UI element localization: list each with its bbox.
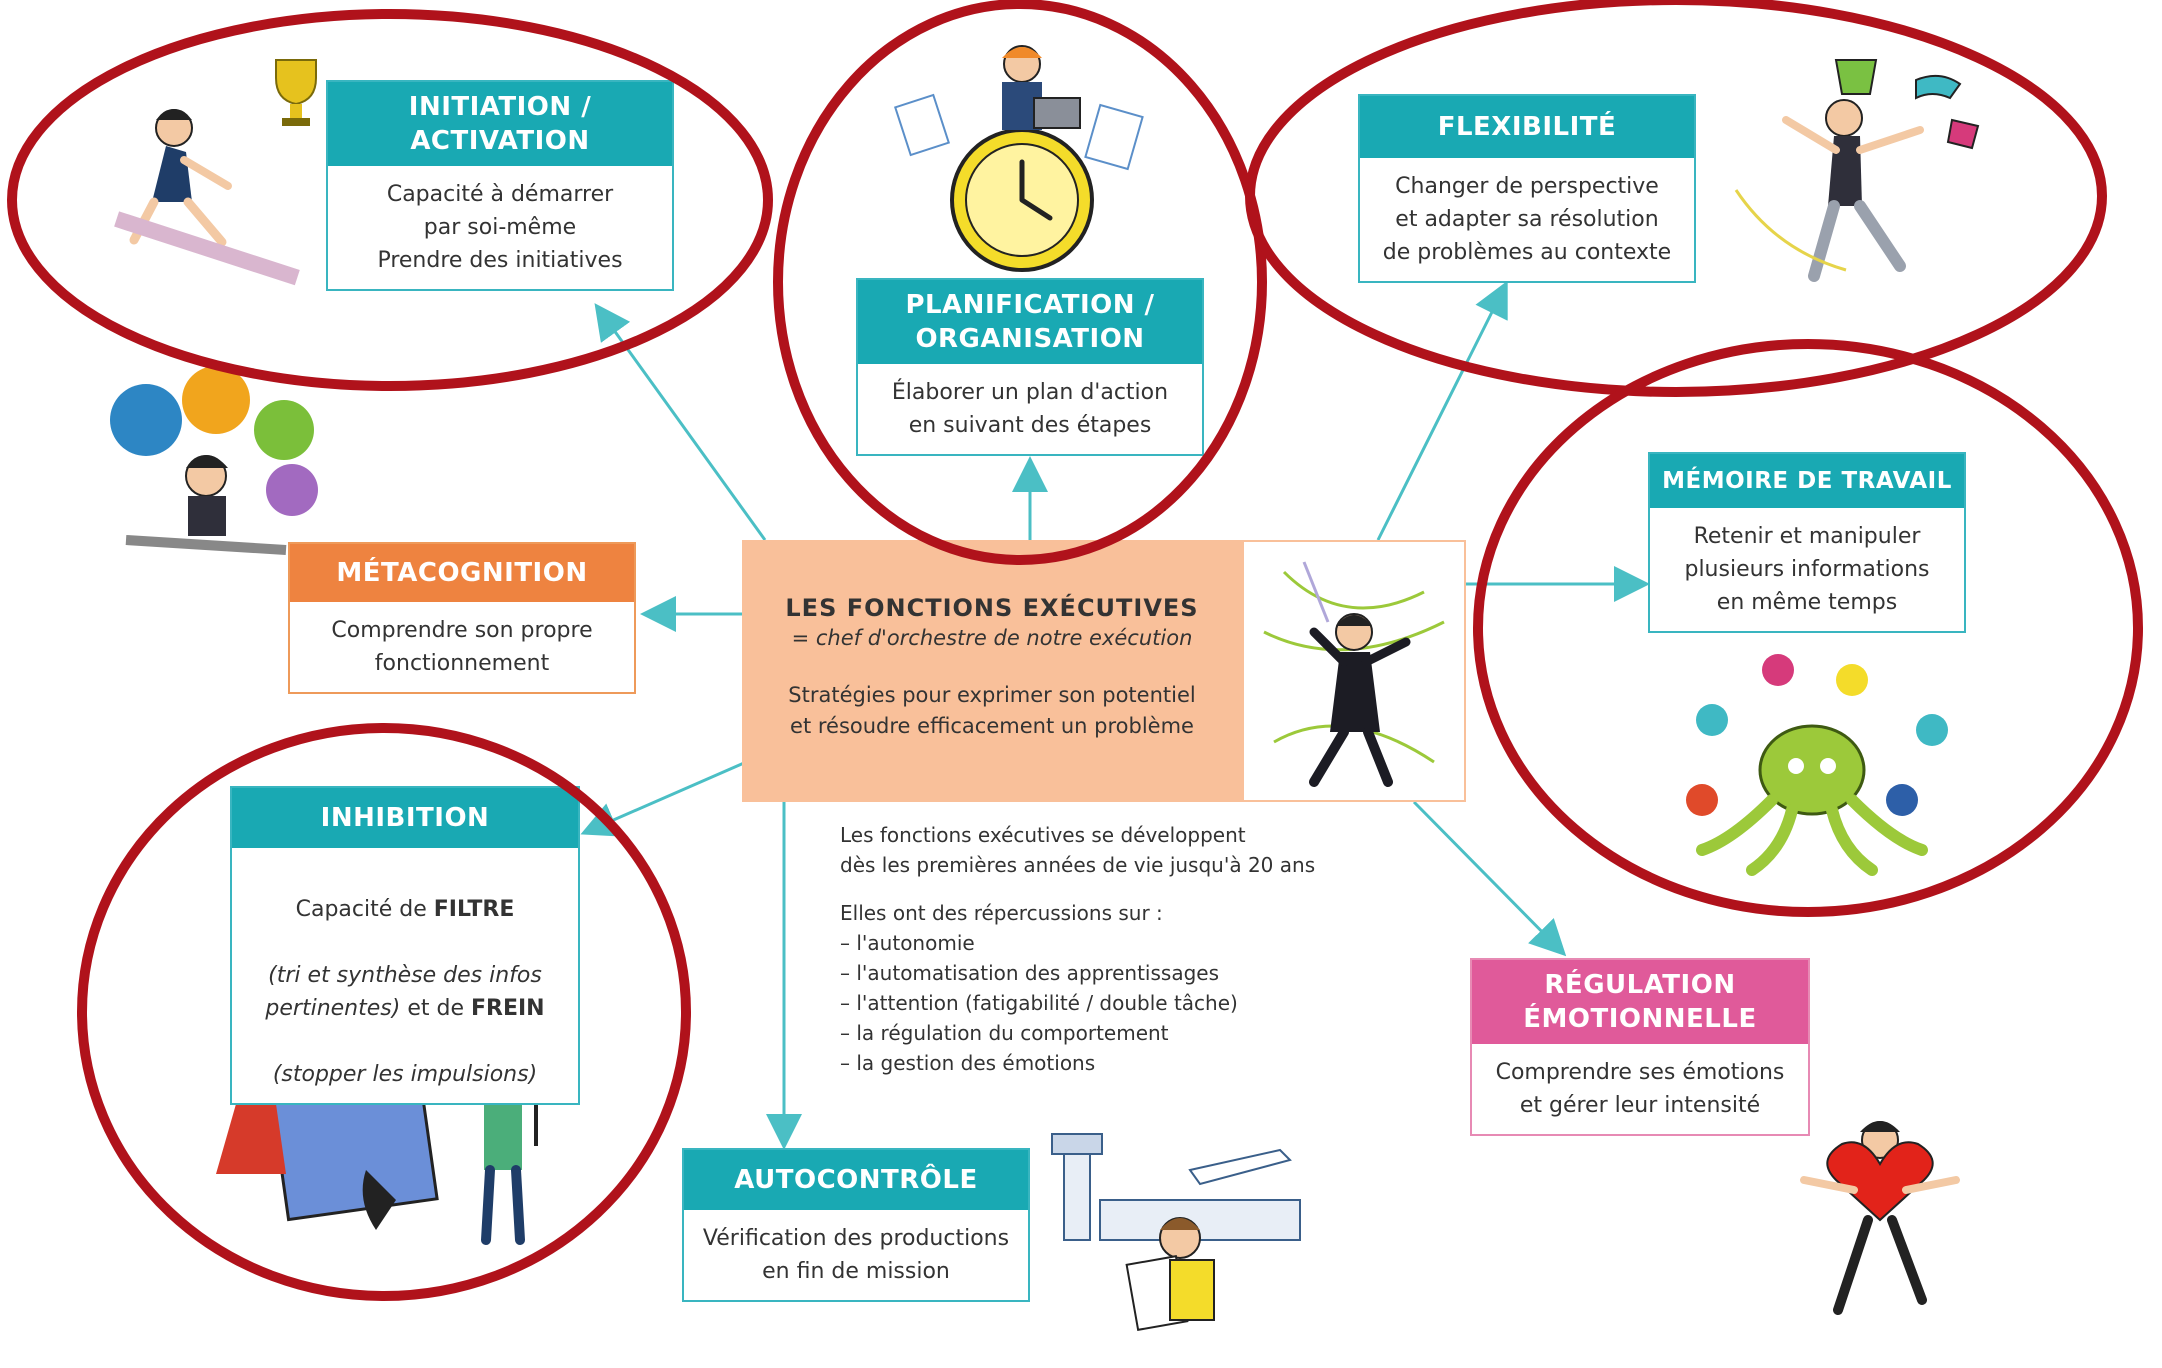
flexibilite-box: FLEXIBILITÉ Changer de perspective et ad…: [1358, 94, 1696, 283]
arrow-to-flexibilite: [1376, 280, 1508, 541]
list-item: l'autonomie: [840, 928, 1380, 958]
memoire-de-travail-text: Retenir et manipuler plusieurs informati…: [1684, 524, 1930, 615]
list-item: la gestion des émotions: [840, 1048, 1380, 1078]
inhibition-text-4: (stopper les impulsions): [272, 1062, 538, 1087]
inhibition-text: Capacité de FILTRE (tri et synthèse des …: [232, 848, 578, 1103]
notes-lead: Elles ont des répercussions sur :: [840, 901, 1163, 925]
initiation-text: Capacité à démarrer par soi-même Prendre…: [377, 182, 623, 273]
notes-intro: Les fonctions exécutives se développent …: [840, 823, 1316, 877]
air-traffic-controller-icon: [1051, 1133, 1301, 1331]
inhibition-text-1: Capacité de: [295, 897, 434, 922]
memoire-de-travail-title: MÉMOIRE DE TRAVAIL: [1650, 454, 1964, 508]
central-description: Stratégies pour exprimer son potentiel e…: [788, 683, 1196, 738]
notes-block: Les fonctions exécutives se développent …: [840, 820, 1380, 1078]
regulation-emotionnelle-text: Comprendre ses émotions et gérer leur in…: [1495, 1060, 1785, 1118]
central-subtitle: = chef d'orchestre de notre exécution: [791, 626, 1193, 650]
central-node: LES FONCTIONS EXÉCUTIVES = chef d'orches…: [742, 540, 1466, 802]
heart-dancer-icon: [1800, 1121, 1960, 1315]
memoire-de-travail-box: MÉMOIRE DE TRAVAIL Retenir et manipuler …: [1648, 452, 1966, 633]
arrow-to-inhibition: [580, 754, 761, 837]
regulation-emotionnelle-title: RÉGULATION ÉMOTIONNELLE: [1472, 960, 1808, 1044]
thinking-girl-with-bubbles-icon: [110, 366, 318, 555]
inhibition-box: INHIBITION Capacité de FILTRE (tri et sy…: [230, 786, 580, 1105]
orchestra-conductor-icon: [1263, 561, 1445, 787]
inhibition-keyword-filtre: FILTRE: [433, 897, 515, 922]
boy-on-clock-with-laptop-icon: [893, 45, 1144, 272]
list-item: l'attention (fatigabilité / double tâche…: [840, 988, 1380, 1018]
central-node-text: LES FONCTIONS EXÉCUTIVES = chef d'orches…: [742, 594, 1242, 742]
autocontrole-title: AUTOCONTRÔLE: [684, 1150, 1028, 1210]
conductor-panel: [1242, 540, 1466, 802]
planification-title: PLANIFICATION / ORGANISATION: [858, 280, 1202, 364]
inhibition-text-3: et de: [400, 996, 471, 1021]
initiation-title: INITIATION / ACTIVATION: [328, 82, 672, 166]
flexibilite-title: FLEXIBILITÉ: [1360, 96, 1694, 158]
octopus-juggling-balls-icon: [1686, 654, 1948, 876]
metacognition-title: MÉTACOGNITION: [290, 544, 634, 602]
arrow-to-initiation: [594, 303, 767, 541]
repercussions-list: l'autonomie l'automatisation des apprent…: [840, 928, 1380, 1078]
autocontrole-box: AUTOCONTRÔLE Vérification des production…: [682, 1148, 1030, 1302]
metacognition-box: MÉTACOGNITION Comprendre son propre fonc…: [288, 542, 636, 694]
central-title: LES FONCTIONS EXÉCUTIVES: [785, 594, 1199, 622]
inhibition-title: INHIBITION: [232, 788, 578, 848]
inhibition-keyword-frein: FREIN: [470, 996, 545, 1021]
initiation-box: INITIATION / ACTIVATION Capacité à démar…: [326, 80, 674, 291]
list-item: l'automatisation des apprentissages: [840, 958, 1380, 988]
arrow-to-regulation: [1412, 800, 1567, 957]
autocontrole-text: Vérification des productions en fin de m…: [702, 1226, 1010, 1284]
regulation-emotionnelle-box: RÉGULATION ÉMOTIONNELLE Comprendre ses é…: [1470, 958, 1810, 1136]
planification-text: Élaborer un plan d'action en suivant des…: [891, 380, 1169, 438]
runner-with-trophy-icon: [114, 59, 317, 286]
planification-box: PLANIFICATION / ORGANISATION Élaborer un…: [856, 278, 1204, 456]
metacognition-text: Comprendre son propre fonctionnement: [331, 618, 593, 676]
flexibilite-text: Changer de perspective et adapter sa rés…: [1382, 174, 1672, 265]
list-item: la régulation du comportement: [840, 1018, 1380, 1048]
juggler-with-hats-icon: [1734, 59, 1980, 282]
